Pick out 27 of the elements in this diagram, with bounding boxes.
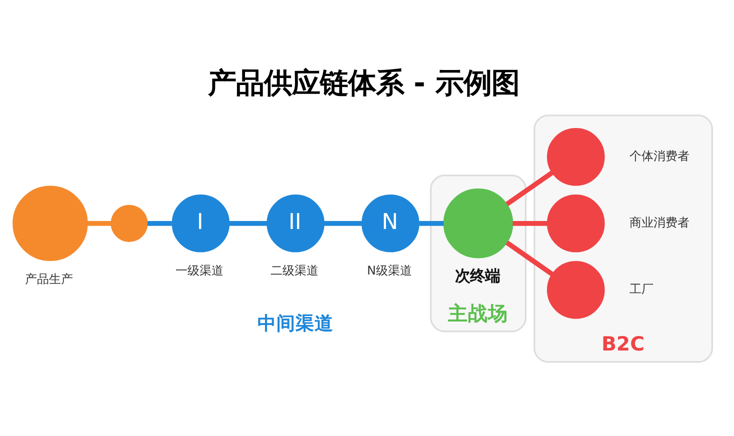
node-circle bbox=[546, 127, 605, 186]
node-label: 二级渠道 bbox=[270, 262, 318, 277]
node-label: 一级渠道 bbox=[176, 262, 224, 277]
node-label: 产品生产 bbox=[25, 272, 74, 286]
node-circle bbox=[12, 185, 88, 261]
node-label: 工厂 bbox=[629, 281, 654, 296]
node-circle: I bbox=[172, 194, 230, 252]
connector bbox=[506, 170, 554, 206]
connector bbox=[506, 240, 554, 276]
node-circle bbox=[546, 260, 605, 318]
connector bbox=[147, 220, 172, 226]
node-circle: II bbox=[266, 194, 324, 252]
connector bbox=[87, 220, 112, 226]
label: 中间渠道 bbox=[257, 312, 334, 334]
diagram-title: 产品供应链体系 - 示例图 bbox=[208, 66, 520, 99]
connector bbox=[324, 220, 362, 226]
connector bbox=[229, 220, 268, 226]
node-label: 个体消费者 bbox=[629, 148, 690, 162]
connector bbox=[419, 220, 444, 226]
node-label: 商业消费者 bbox=[629, 214, 690, 229]
connector bbox=[512, 220, 548, 226]
node-label: 次终端 bbox=[454, 266, 500, 284]
node-circle bbox=[443, 188, 514, 258]
node-label: N级渠道 bbox=[367, 262, 412, 277]
node-circle bbox=[110, 204, 148, 242]
node-circle: N bbox=[362, 194, 420, 252]
node-circle bbox=[546, 194, 605, 252]
